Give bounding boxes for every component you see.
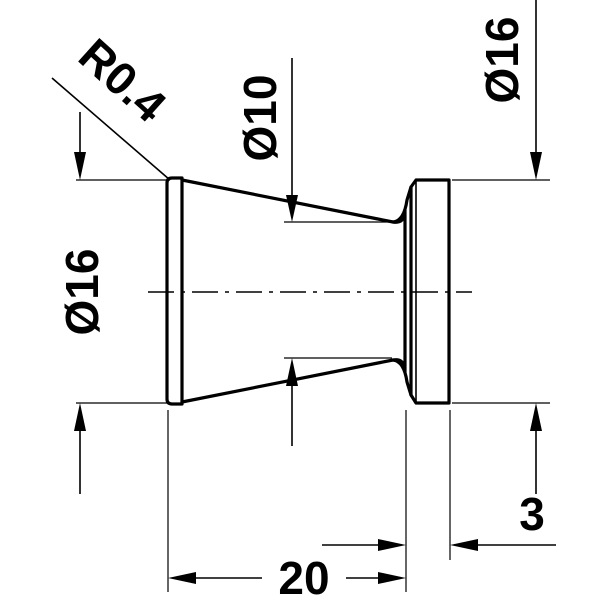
inner-diameter-dimension: Ø10 [234,58,298,446]
right-diameter-label: Ø16 [476,17,528,104]
arrow-down-icon [74,152,86,180]
arrow-down-icon [530,152,542,180]
arrow-up-icon [286,358,298,386]
radius-label: R0.4 [69,28,176,132]
left-diameter-label: Ø16 [56,249,108,336]
flange-thickness-label: 3 [519,488,545,540]
length-dimension: 20 [168,552,406,600]
extension-lines [76,179,550,592]
radius-dimension: R0.4 [51,28,177,181]
arrow-up-icon [74,403,86,431]
radius-leader [51,77,171,181]
arrow-left-icon [168,572,196,584]
neck-fillet-top [391,185,413,224]
flange-thickness-dimension: 3 [322,488,556,551]
neck-fillet-bottom [391,358,413,397]
arrow-right-icon [378,572,406,584]
inner-diameter-label: Ø10 [234,75,286,162]
left-face [165,176,184,406]
right-diameter-dimension: Ø16 [476,0,542,494]
length-label: 20 [278,552,329,600]
arrow-down-icon [286,195,298,222]
arrow-right-icon [378,539,406,551]
part-outline [165,176,451,406]
arrow-up-icon [530,403,542,431]
arrow-left-icon [450,539,478,551]
left-diameter-dimension: Ø16 [56,112,108,494]
